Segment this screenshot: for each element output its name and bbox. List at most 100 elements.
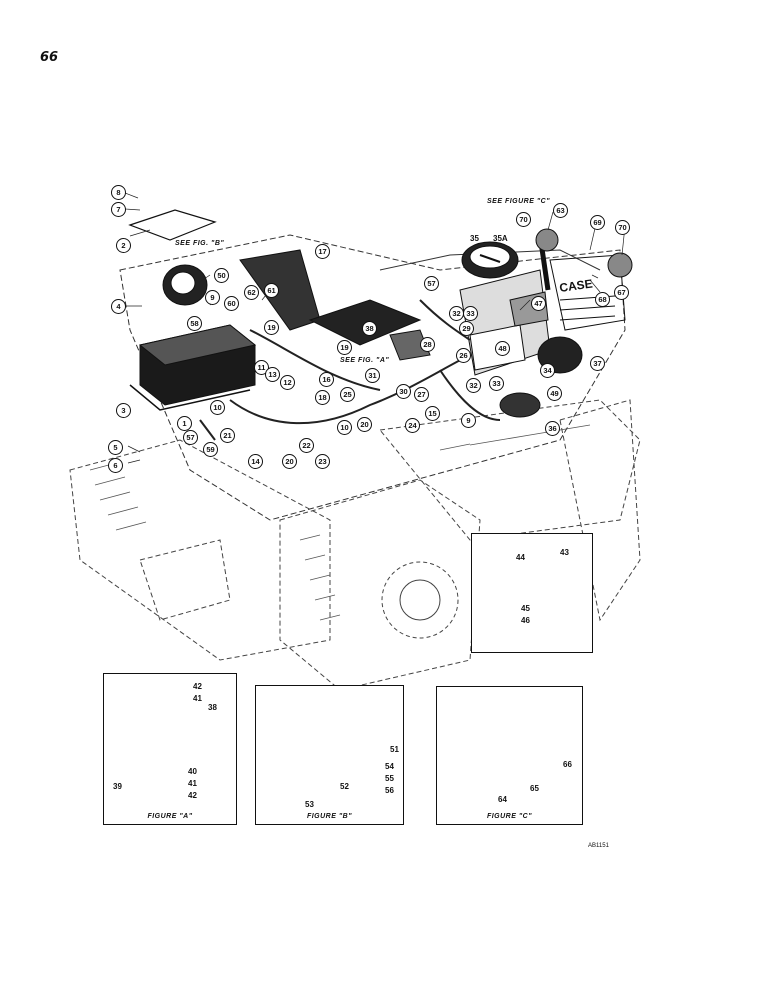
front-lights bbox=[535, 228, 633, 278]
headlight-left bbox=[162, 264, 208, 306]
label-41b: 41 bbox=[188, 779, 197, 788]
wiring-harness bbox=[199, 299, 501, 441]
callout-32a: 32 bbox=[449, 306, 464, 321]
label-53: 53 bbox=[305, 800, 314, 809]
see-fig-a-label: SEE FIG. "A" bbox=[340, 357, 390, 364]
label-40: 40 bbox=[188, 767, 197, 776]
page-number: 66 bbox=[40, 50, 59, 65]
label-42a: 42 bbox=[193, 682, 202, 691]
callout-61: 61 bbox=[264, 283, 279, 298]
callout-7: 7 bbox=[111, 202, 126, 217]
callout-49: 49 bbox=[547, 386, 562, 401]
engine-block bbox=[459, 269, 551, 376]
callout-30: 30 bbox=[396, 384, 411, 399]
callout-2: 2 bbox=[116, 238, 131, 253]
callout-31: 31 bbox=[365, 368, 380, 383]
callout-67: 67 bbox=[614, 285, 629, 300]
callout-68: 68 bbox=[595, 292, 610, 307]
callout-38-body: 38 bbox=[362, 321, 377, 336]
rear-light-lens bbox=[461, 241, 519, 279]
callout-19b: 19 bbox=[337, 340, 352, 355]
label-41a: 41 bbox=[193, 694, 202, 703]
callout-15: 15 bbox=[425, 406, 440, 421]
callout-12: 12 bbox=[280, 375, 295, 390]
callout-62: 62 bbox=[244, 285, 259, 300]
battery bbox=[129, 324, 257, 411]
callout-10b: 10 bbox=[337, 420, 352, 435]
inset-regulator-panel bbox=[471, 533, 593, 653]
label-35a: 35A bbox=[493, 234, 508, 243]
callout-33b: 33 bbox=[489, 376, 504, 391]
callout-29: 29 bbox=[459, 321, 474, 336]
callout-32b: 32 bbox=[466, 378, 481, 393]
callout-33a: 33 bbox=[463, 306, 478, 321]
callout-63: 63 bbox=[553, 203, 568, 218]
sprocket bbox=[381, 561, 459, 639]
callout-9b: 9 bbox=[461, 413, 476, 428]
label-52: 52 bbox=[340, 782, 349, 791]
callout-47: 47 bbox=[531, 296, 546, 311]
label-44: 44 bbox=[516, 553, 525, 562]
callout-10a: 10 bbox=[210, 400, 225, 415]
callout-57b: 57 bbox=[424, 276, 439, 291]
callout-18: 18 bbox=[315, 390, 330, 405]
brand-mark: CASE bbox=[558, 276, 593, 295]
label-38: 38 bbox=[208, 703, 217, 712]
figure-a-caption: FIGURE "A" bbox=[147, 813, 193, 820]
callout-19a: 19 bbox=[264, 320, 279, 335]
label-55: 55 bbox=[385, 774, 394, 783]
label-65: 65 bbox=[530, 784, 539, 793]
see-fig-b-label: SEE FIG. "B" bbox=[175, 240, 225, 247]
callout-20a: 20 bbox=[282, 454, 297, 469]
crawler-track-outline bbox=[69, 399, 641, 691]
callout-4: 4 bbox=[111, 299, 126, 314]
figure-c-panel: FIGURE "C" bbox=[436, 686, 583, 825]
label-51: 51 bbox=[390, 745, 399, 754]
callout-59: 59 bbox=[203, 442, 218, 457]
figure-b-panel: FIGURE "B" bbox=[255, 685, 404, 825]
callout-36: 36 bbox=[545, 421, 560, 436]
label-64: 64 bbox=[498, 795, 507, 804]
callout-24: 24 bbox=[405, 418, 420, 433]
callout-1: 1 bbox=[177, 416, 192, 431]
label-66: 66 bbox=[563, 760, 572, 769]
label-42b: 42 bbox=[188, 791, 197, 800]
figure-c-caption: FIGURE "C" bbox=[486, 813, 533, 820]
callout-14: 14 bbox=[248, 454, 263, 469]
label-46: 46 bbox=[521, 616, 530, 625]
label-39: 39 bbox=[113, 782, 122, 791]
callout-28: 28 bbox=[420, 337, 435, 352]
callout-69: 69 bbox=[590, 215, 605, 230]
callout-37: 37 bbox=[590, 356, 605, 371]
callout-48: 48 bbox=[495, 341, 510, 356]
callout-70a: 70 bbox=[516, 212, 531, 227]
callout-17: 17 bbox=[315, 244, 330, 259]
callout-50: 50 bbox=[214, 268, 229, 283]
callout-16: 16 bbox=[319, 372, 334, 387]
figure-a-panel: FIGURE "A" bbox=[103, 673, 237, 825]
callout-6: 6 bbox=[108, 458, 123, 473]
panel-cover bbox=[128, 209, 217, 241]
callout-22: 22 bbox=[299, 438, 314, 453]
callout-9a: 9 bbox=[205, 290, 220, 305]
callout-5: 5 bbox=[108, 440, 123, 455]
callout-8: 8 bbox=[111, 185, 126, 200]
callout-26: 26 bbox=[456, 348, 471, 363]
callout-13: 13 bbox=[265, 367, 280, 382]
label-56: 56 bbox=[385, 786, 394, 795]
label-35: 35 bbox=[470, 234, 479, 243]
callout-23: 23 bbox=[315, 454, 330, 469]
track-shoes bbox=[89, 424, 591, 621]
callout-21: 21 bbox=[220, 428, 235, 443]
callout-70b: 70 bbox=[615, 220, 630, 235]
callout-60: 60 bbox=[224, 296, 239, 311]
drawing-code: AB1151 bbox=[588, 843, 609, 849]
callout-34: 34 bbox=[540, 363, 555, 378]
generator bbox=[499, 336, 583, 418]
regulator-on-body bbox=[389, 329, 431, 361]
label-43: 43 bbox=[560, 548, 569, 557]
callout-3: 3 bbox=[116, 403, 131, 418]
callout-20b: 20 bbox=[357, 417, 372, 432]
callout-27: 27 bbox=[414, 387, 429, 402]
